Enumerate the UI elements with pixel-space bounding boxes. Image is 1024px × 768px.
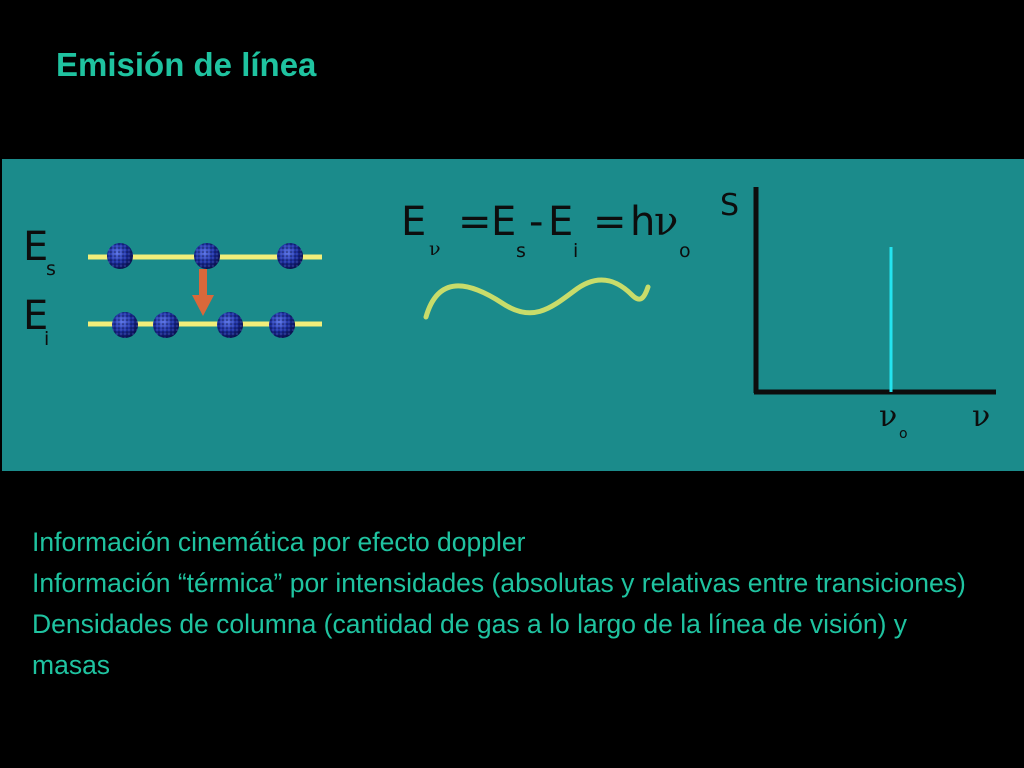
atom: [107, 243, 133, 269]
equation-e: E: [401, 199, 426, 245]
equation-minus: -: [529, 199, 543, 245]
atom: [269, 312, 295, 338]
equation-i-subscript: i: [573, 240, 578, 262]
equation-s-subscript: s: [516, 240, 526, 262]
upper-level-symbol: E: [23, 224, 48, 270]
equation-equals-1: =: [458, 199, 492, 245]
equation-o-subscript: o: [679, 240, 691, 262]
bullet-list: Información cinemática por efecto dopple…: [32, 522, 992, 686]
equation-ei: E: [548, 199, 573, 245]
bullet-item: Densidades de columna (cantidad de gas a…: [32, 609, 908, 680]
atom: [112, 312, 138, 338]
bullet-item: Información cinemática por efecto dopple…: [32, 527, 526, 557]
upper-level-subscript: s: [46, 258, 56, 280]
equation-nu-subscript: ν: [429, 238, 441, 260]
bullet-item: Información “térmica” por intensidades (…: [32, 568, 966, 598]
spectrum-y-axis-label: S: [720, 188, 739, 223]
spectrum-x-axis-label: ν: [972, 399, 990, 434]
lower-level-symbol: E: [23, 293, 48, 339]
atom: [153, 312, 179, 338]
slide-title: Emisión de línea: [56, 46, 317, 83]
photon-wave: [423, 277, 651, 320]
energy-level-diagram: E s E i: [2, 159, 1024, 471]
upper-level-atoms: [107, 243, 303, 269]
emission-line-label-subscript: o: [899, 426, 908, 442]
upper-level-label: E s: [23, 224, 56, 280]
equation-equals-2: =: [593, 199, 627, 245]
equation-es: E: [491, 199, 516, 245]
emission-line-label: ν: [879, 399, 897, 434]
lower-level-atoms: [112, 312, 295, 338]
emission-spectrum: S ν o ν: [720, 187, 996, 442]
equation-h: h: [630, 199, 655, 245]
lower-level-subscript: i: [44, 328, 49, 350]
diagram-canvas: E s E i: [23, 187, 996, 442]
transition-arrow: [192, 269, 214, 316]
atom: [277, 243, 303, 269]
photon-energy-equation: E ν = E s - E i = h ν o: [401, 199, 691, 262]
atom: [194, 243, 220, 269]
atom: [217, 312, 243, 338]
lower-level-label: E i: [23, 293, 49, 350]
equation-nu: ν: [654, 199, 678, 245]
